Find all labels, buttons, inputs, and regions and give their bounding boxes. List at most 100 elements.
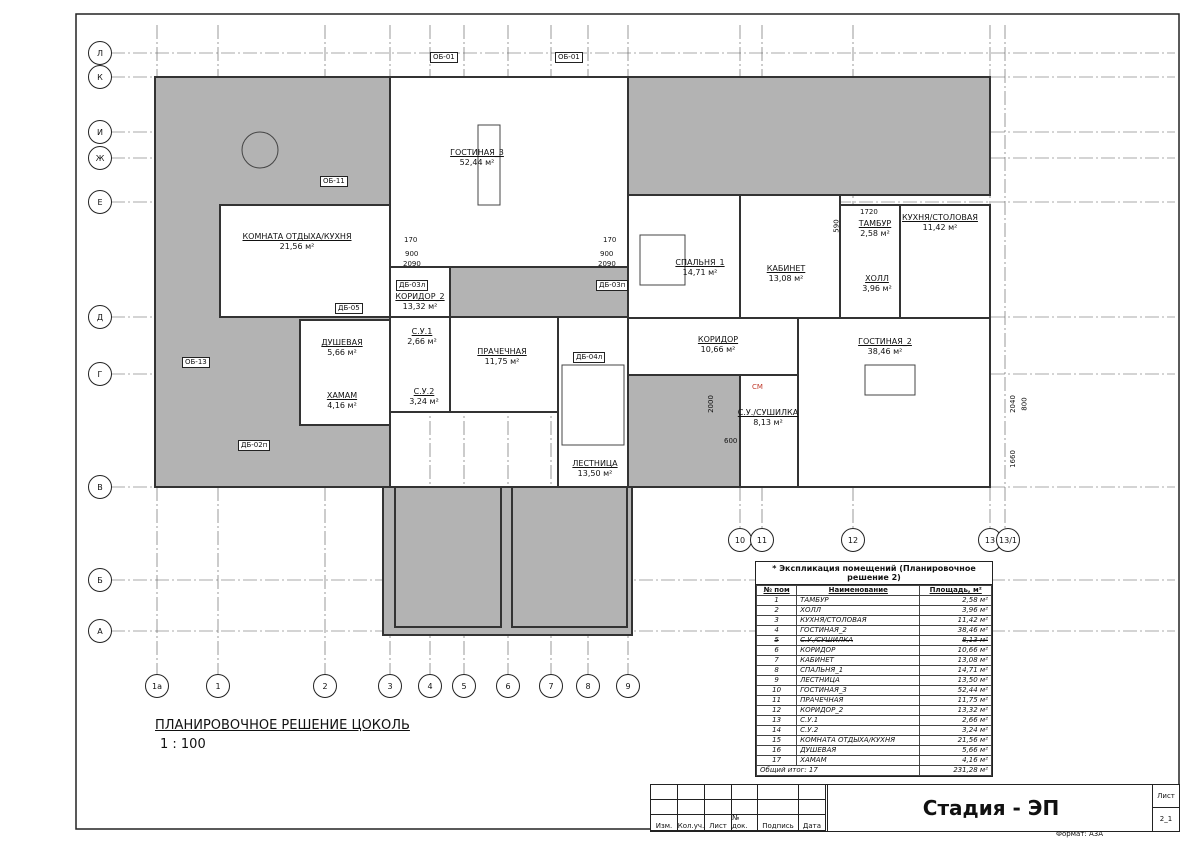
room-name: СПАЛЬНЯ_1 <box>796 665 921 676</box>
room-area: 13,32 м² <box>919 705 992 716</box>
axis-bubble: Г <box>88 362 112 386</box>
dimension: 2090 <box>598 260 616 268</box>
column-header: Площадь, м² <box>919 585 992 596</box>
bed <box>639 234 686 286</box>
room-name: КАБИНЕТ <box>796 655 921 666</box>
room-area: 3,24 м² <box>919 725 992 736</box>
room-area: 38,46 м² <box>919 625 992 636</box>
room-living-3 <box>389 76 629 268</box>
room-area: 14,71 м² <box>919 665 992 676</box>
rooms <box>219 76 991 628</box>
axis-bubble: 7 <box>539 674 563 698</box>
room-explication-table: * Экспликация помещений (Планировочное р… <box>755 561 993 777</box>
sheet-label: Лист <box>1153 785 1179 808</box>
room-corridor <box>627 317 799 376</box>
room-number: 12 <box>755 705 798 716</box>
stamp-column: № док. <box>732 814 758 831</box>
room-name: ТАМБУР <box>796 595 921 606</box>
axis-bubble: И <box>88 120 112 144</box>
dimension: 2040 <box>1008 395 1017 413</box>
room-number: 8 <box>755 665 798 676</box>
dimension: 1720 <box>860 208 878 216</box>
drawing-scale: 1 : 100 <box>160 737 206 752</box>
furniture <box>241 124 916 446</box>
room-area: 2,66 м² <box>919 715 992 726</box>
stamp-column: Дата <box>799 815 826 831</box>
axis-bubble: В <box>88 475 112 499</box>
axis-bubble: Е <box>88 190 112 214</box>
window-tag: ОБ-13 <box>182 357 210 368</box>
axis-bubble: 4 <box>418 674 442 698</box>
window-tag: ОБ-11 <box>320 176 348 187</box>
room-number: 4 <box>755 625 798 636</box>
door-tag: ДБ-02п <box>238 440 271 451</box>
axis-bubble: 11 <box>750 528 774 552</box>
room-name: С.У./СУШИЛКА <box>796 635 921 646</box>
axis-bubble: 13/1 <box>996 528 1020 552</box>
room-name: КОРИДОР_2 <box>796 705 921 716</box>
sofa-2 <box>864 364 916 396</box>
room-area: 4,16 м² <box>919 755 992 766</box>
column-header: № пом <box>755 585 798 596</box>
room-rest-kitchen <box>219 204 391 318</box>
room-stairs <box>557 316 629 488</box>
room-laundry <box>449 316 559 413</box>
axis-bubble: 12 <box>841 528 865 552</box>
room-name: ЛЕСТНИЦА <box>796 675 921 686</box>
dimension: 590 <box>832 219 841 233</box>
door-tag: ДБ-03л <box>396 280 429 291</box>
room-office <box>739 194 841 319</box>
door-tag: ДБ-04л <box>573 352 606 363</box>
axis-bubble: 2 <box>313 674 337 698</box>
room-number: 5 <box>755 635 798 646</box>
garage-1 <box>394 486 502 628</box>
axis-bubble: Б <box>88 568 112 592</box>
room-bedroom <box>627 194 741 319</box>
room-living-2 <box>797 317 991 488</box>
room-area: 5,66 м² <box>919 745 992 756</box>
axis-bubble: 3 <box>378 674 402 698</box>
axis-bubble: А <box>88 619 112 643</box>
total-label: Общий итог: 17 <box>755 765 921 776</box>
room-kitchen-dining <box>899 204 991 319</box>
room-number: 17 <box>755 755 798 766</box>
room-number: 1 <box>755 595 798 606</box>
room-number: 11 <box>755 695 798 706</box>
stamp-column: Подпись <box>758 815 799 831</box>
room-number: 2 <box>755 605 798 616</box>
room-name: ПРАЧЕЧНАЯ <box>796 695 921 706</box>
dimension: 2090 <box>403 260 421 268</box>
window-tag: ОБ-01 <box>430 52 458 63</box>
top-right-terrace <box>627 76 991 196</box>
room-name: КОМНАТА ОТДЫХА/КУХНЯ <box>796 735 921 746</box>
axis-bubble: 5 <box>452 674 476 698</box>
room-name: КОРИДОР <box>796 645 921 656</box>
room-number: 3 <box>755 615 798 626</box>
room-corridor-2 <box>389 266 451 318</box>
dimension: 800 <box>1020 397 1029 411</box>
axis-bubble: 6 <box>496 674 520 698</box>
stamp-column: Кол.уч. <box>678 815 705 831</box>
table-caption: * Экспликация помещений (Планировочное р… <box>756 562 992 585</box>
stair-flight <box>561 364 625 446</box>
drawing-title: ПЛАНИРОВОЧНОЕ РЕШЕНИЕ ЦОКОЛЬ <box>155 718 410 733</box>
room-area: 52,44 м² <box>919 685 992 696</box>
